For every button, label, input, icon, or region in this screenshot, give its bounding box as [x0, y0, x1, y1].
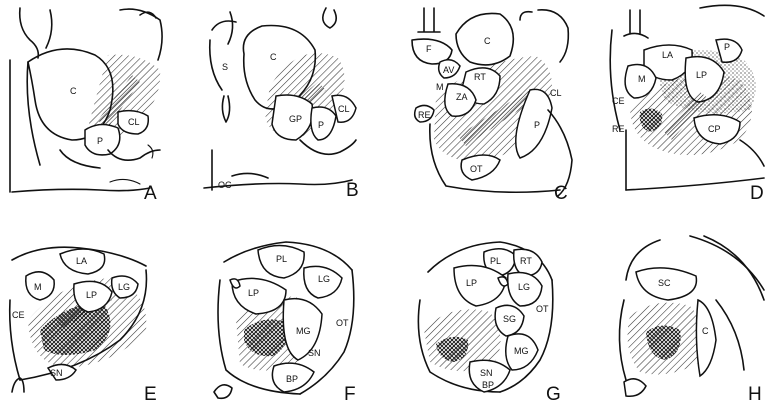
panel-g-label-1: PL	[490, 256, 501, 266]
panel-c-label-7: RE	[418, 110, 431, 120]
panel-g-label-9: BP	[482, 380, 494, 390]
panel-h-label-2: C	[702, 326, 709, 336]
panel-c-label-4: RT	[474, 72, 486, 82]
panel-d-letter: D	[750, 183, 764, 204]
panel-d-label-4: LP	[696, 70, 707, 80]
panel-d-label-3: M	[638, 74, 646, 84]
panel-h: SC C H	[619, 236, 764, 405]
panel-c-label-2: C	[484, 36, 491, 46]
panel-b-label-1: S	[222, 62, 228, 72]
panel-c: F C AV RT M ZA RE CL P OT C	[412, 8, 572, 204]
panel-e-letter: E	[144, 384, 157, 405]
panel-h-letter: H	[748, 384, 762, 405]
panel-b-letter: B	[346, 180, 359, 201]
panel-e: LA M LP LG CE SN E	[10, 247, 157, 405]
panel-g-label-4: LG	[518, 282, 530, 292]
panel-e-label-6: SN	[50, 368, 63, 378]
panel-f: PL LP LG MG OT BP SN F	[214, 242, 356, 405]
panel-a-letter: A	[144, 183, 157, 204]
panel-a-label-2: P	[97, 136, 103, 146]
panel-f-label-4: MG	[296, 326, 311, 336]
panel-c-label-6: ZA	[456, 92, 468, 102]
panel-g-letter: G	[546, 384, 561, 405]
panel-a: C P CL A	[10, 8, 162, 204]
panel-g-label-3: LP	[466, 278, 477, 288]
panel-e-label-4: LG	[118, 282, 130, 292]
panel-c-label-3: AV	[443, 65, 454, 75]
panel-d-label-6: RE	[612, 124, 625, 134]
panel-c-label-1: F	[426, 44, 432, 54]
panel-b-label-2: C	[270, 52, 277, 62]
panel-c-label-9: P	[534, 120, 540, 130]
panel-f-label-1: PL	[276, 254, 287, 264]
panel-d: LA P M LP CE RE CP D	[610, 5, 764, 204]
panel-c-letter: C	[554, 183, 568, 204]
panel-g-label-5: SG	[503, 314, 516, 324]
panel-f-label-6: BP	[286, 374, 298, 384]
panel-c-label-5: M	[436, 82, 444, 92]
panel-b-label-4: P	[318, 120, 324, 130]
panel-e-label-1: LA	[76, 256, 87, 266]
panel-c-label-8: CL	[550, 88, 562, 98]
panel-f-label-3: LG	[318, 274, 330, 284]
panel-b-label-5: CL	[338, 104, 350, 114]
panel-d-label-2: P	[724, 42, 730, 52]
panel-f-label-7: SN	[308, 348, 321, 358]
panel-g-label-7: MG	[514, 346, 529, 356]
panel-h-label-1: SC	[658, 278, 671, 288]
panel-e-label-3: LP	[86, 290, 97, 300]
panel-g-label-8: SN	[480, 368, 493, 378]
panel-d-label-7: CP	[708, 124, 721, 134]
panel-g-label-6: OT	[536, 304, 549, 314]
panel-f-letter: F	[344, 384, 356, 405]
panel-d-label-1: LA	[662, 50, 673, 60]
panel-g-label-2: RT	[520, 256, 532, 266]
panel-c-label-10: OT	[470, 164, 483, 174]
panel-f-label-2: LP	[248, 288, 259, 298]
panel-e-label-2: M	[34, 282, 42, 292]
panel-a-label-3: CL	[128, 117, 140, 127]
panel-f-label-5: OT	[336, 318, 349, 328]
panel-d-label-5: CE	[612, 96, 625, 106]
panel-e-label-5: CE	[12, 310, 25, 320]
panel-g: PL RT LP LG SG OT MG SN BP G	[418, 242, 560, 405]
panel-b-label-3: GP	[289, 114, 302, 124]
panel-a-label-1: C	[70, 86, 77, 96]
panel-b-label-6: OC	[218, 180, 232, 190]
panel-b: S C GP P CL OC B	[204, 8, 359, 201]
